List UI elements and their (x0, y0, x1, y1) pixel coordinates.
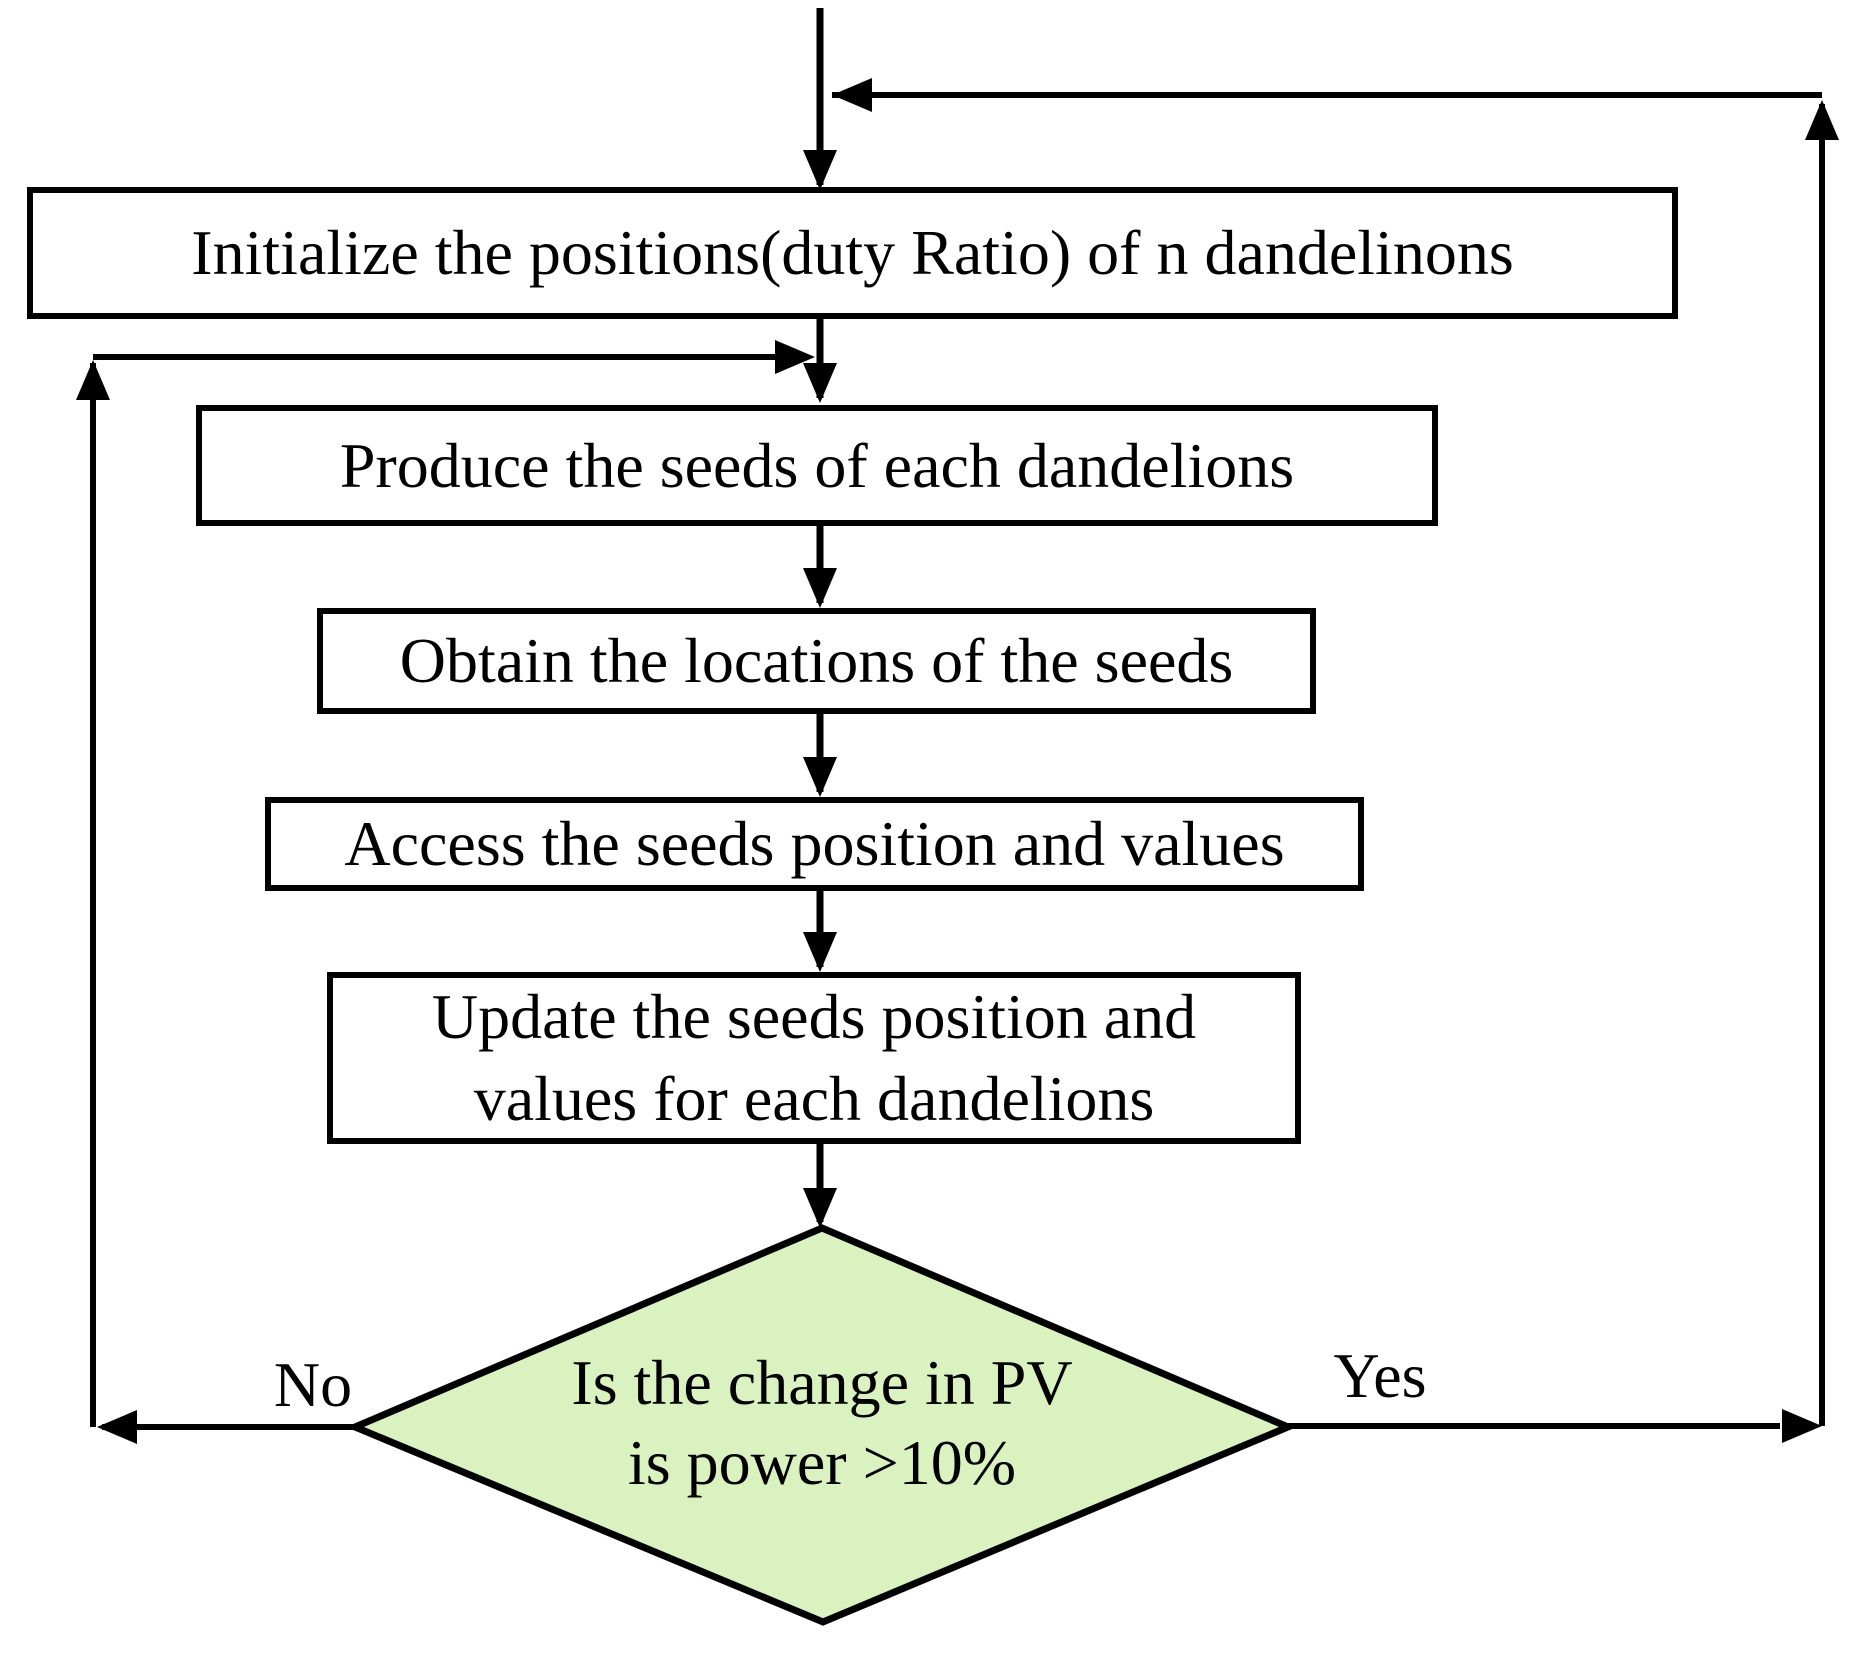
arrowhead-yes-into-axis (832, 78, 872, 112)
arrowhead-no-left (97, 1410, 137, 1444)
initialize-box: Initialize the positions(duty Ratio) of … (27, 187, 1678, 319)
arrowhead-no-junction-right (775, 340, 815, 374)
arrowhead-into-update (803, 932, 837, 972)
access-box: Access the seeds position and values (265, 797, 1364, 891)
decision-diamond-shape (345, 1224, 1297, 1626)
arrowhead-into-obtain (803, 568, 837, 608)
arrowhead-into-access (803, 757, 837, 797)
produce-box: Produce the seeds of each dandelions (196, 405, 1438, 526)
no-edge-label: No (273, 1349, 353, 1420)
arrowhead-into-produce (803, 363, 837, 403)
arrowhead-into-initialize (803, 150, 837, 190)
update-box: Update the seeds position and values for… (327, 972, 1301, 1144)
yes-edge-label: Yes (1333, 1340, 1427, 1411)
arrowhead-yes-right (1782, 1409, 1822, 1443)
arrowhead-into-decision (803, 1188, 837, 1228)
obtain-box: Obtain the locations of the seeds (317, 608, 1316, 714)
decision-diamond-label: Is the change in PV is power >10% (571, 1347, 1073, 1498)
arrowhead-right-rail-up (1805, 100, 1839, 140)
arrowhead-left-rail-up (76, 360, 110, 400)
